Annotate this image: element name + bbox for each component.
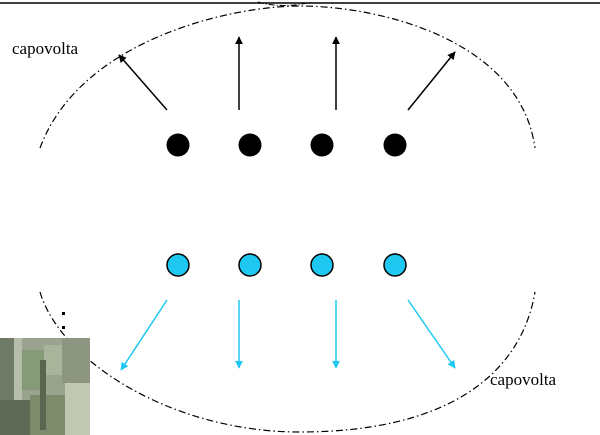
upper-dashed-arc bbox=[39, 5, 536, 149]
photo-thumbnail-icon bbox=[0, 338, 90, 435]
label-capovolta-top: capovolta bbox=[12, 39, 79, 58]
cyan-arrow bbox=[407, 299, 456, 369]
cyan-dot bbox=[383, 253, 407, 277]
top-arrows bbox=[118, 36, 456, 111]
bottom-dot-row bbox=[166, 253, 407, 277]
cyan-arrow bbox=[120, 299, 168, 371]
bottom-arrows bbox=[120, 299, 456, 371]
black-dot bbox=[166, 133, 190, 157]
top-dot-row bbox=[166, 133, 407, 157]
black-dot bbox=[238, 133, 262, 157]
left-edge-marks bbox=[62, 312, 65, 329]
cyan-dot bbox=[310, 253, 334, 277]
black-dot bbox=[310, 133, 334, 157]
label-capovolta-bottom: capovolta bbox=[490, 370, 557, 389]
black-dot bbox=[383, 133, 407, 157]
black-arrow bbox=[118, 54, 168, 111]
lower-dashed-arc bbox=[39, 291, 536, 433]
cyan-dot bbox=[238, 253, 262, 277]
black-arrow bbox=[407, 51, 456, 111]
cyan-dot bbox=[166, 253, 190, 277]
top-fragment bbox=[257, 1, 313, 6]
